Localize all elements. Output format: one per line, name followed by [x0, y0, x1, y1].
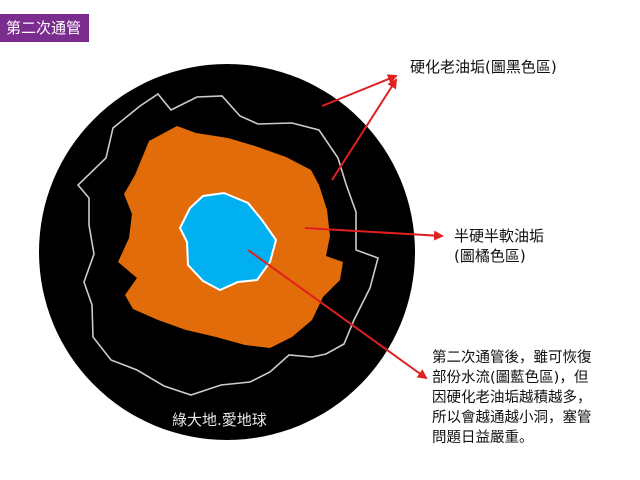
hardened-grease-boundary [76, 92, 379, 396]
arrow-semi-soft-grease [304, 227, 444, 241]
description-line: 因硬化老油垢越積越多， [432, 390, 592, 406]
arrow-water-flow [247, 249, 428, 380]
title-tag: 第二次通管 [0, 14, 90, 42]
description-line: 所以會越通越小洞，塞管 [432, 410, 592, 426]
semi-soft-grease-label: 半硬半軟油垢 (圖橘色區) [454, 226, 544, 266]
watermark-text: 綠大地.愛地球 [172, 411, 267, 429]
description-line: 第二次通管後，雖可恢復 [432, 350, 592, 366]
description-text: 第二次通管後，雖可恢復 部份水流(圖藍色區)，但 因硬化老油垢越積越多， 所以會… [432, 348, 637, 448]
arrow-hard-grease-2 [331, 78, 398, 181]
hardened-grease-label: 硬化老油垢(圖黑色區) [410, 58, 557, 76]
water-flow-region [178, 191, 278, 292]
description-line: 問題日益嚴重。 [432, 430, 534, 446]
semi-soft-grease-label-line1: 半硬半軟油垢 [454, 227, 545, 245]
description-line: 部份水流(圖藍色區)，但 [432, 370, 589, 386]
semi-soft-grease-label-line2: (圖橘色區) [454, 247, 526, 265]
arrow-hard-grease-1 [321, 74, 398, 107]
